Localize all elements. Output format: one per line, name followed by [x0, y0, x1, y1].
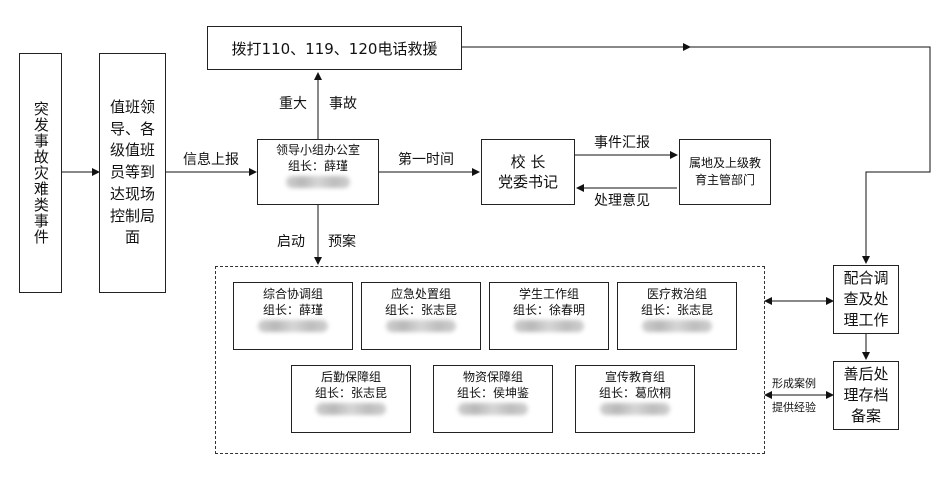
team-emergency-response: 应急处置组 组长：张志昆 [361, 282, 481, 350]
team-name: 综合协调组 [262, 287, 323, 301]
call-rescue-box: 拨打110、119、120电话救援 [207, 26, 462, 70]
duty-leader-box: 值班领导、各级值班员等到达现场控制局面 [99, 53, 166, 293]
principal-box: 校 长 党委书记 [481, 139, 575, 205]
team-leader: 组长：徐春明 [512, 302, 585, 317]
team-leader: 组长：张志昆 [384, 302, 457, 317]
team-publicity: 宣传教育组 组长：葛欣桐 [575, 365, 695, 433]
team-name: 宣传教育组 [604, 370, 665, 384]
team-logistics: 后勤保障组 组长：张志昆 [291, 365, 411, 433]
team-leader: 组长：侯坤鉴 [456, 385, 529, 400]
call-rescue-text: 拨打110、119、120电话救援 [231, 39, 438, 58]
team-coordination: 综合协调组 组长：薛瑾 [233, 282, 353, 350]
redacted-photo [258, 320, 328, 333]
team-supplies: 物资保障组 组长：侯坤鉴 [433, 365, 553, 433]
team-name: 物资保障组 [462, 370, 523, 384]
line-call-to-investigate-down [690, 46, 931, 264]
local-department-text: 属地及上级教育主管部门 [688, 155, 761, 187]
label-form-case: 形成案例 [772, 377, 816, 390]
team-leader: 组长：张志昆 [314, 385, 387, 400]
team-container [215, 266, 765, 454]
emergency-event-text: 突发事故灾难类事件 [31, 101, 50, 245]
team-name: 后勤保障组 [320, 370, 381, 384]
label-start: 启动 [277, 234, 305, 250]
redacted-photo [286, 176, 350, 189]
label-first-time: 第一时间 [398, 152, 454, 168]
local-department-box: 属地及上级教育主管部门 [679, 139, 771, 205]
principal-line1: 校 长 [510, 152, 546, 171]
office-title: 领导小组办公室 [275, 143, 360, 157]
team-name: 医疗救治组 [646, 287, 707, 301]
team-leader: 组长：薛瑾 [262, 302, 323, 317]
office-leader: 组长：薛瑾 [287, 159, 348, 174]
investigation-box: 配合调查及处理工作 [833, 265, 899, 334]
investigation-text: 配合调查及处理工作 [843, 269, 889, 329]
label-report-up: 信息上报 [183, 152, 239, 168]
principal-line2: 党委书记 [497, 173, 558, 191]
label-provide-experience: 提供经验 [772, 401, 816, 414]
team-leader: 组长：葛欣桐 [598, 385, 671, 400]
archive-box: 善后处理存档备案 [833, 361, 899, 430]
team-name: 学生工作组 [518, 287, 579, 301]
redacted-photo [514, 320, 584, 333]
archive-text: 善后处理存档备案 [843, 365, 889, 425]
team-student-affairs: 学生工作组 组长：徐春明 [489, 282, 609, 350]
redacted-photo [316, 403, 386, 416]
label-major: 重大 [279, 96, 307, 112]
duty-leader-text: 值班领导、各级值班员等到达现场控制局面 [109, 97, 155, 247]
redacted-photo [642, 320, 712, 333]
redacted-photo [600, 403, 670, 416]
team-medical-rescue: 医疗救治组 组长：张志昆 [617, 282, 737, 350]
emergency-event-box: 突发事故灾难类事件 [19, 53, 62, 293]
team-name: 应急处置组 [390, 287, 451, 301]
team-leader: 组长：张志昆 [640, 302, 713, 317]
redacted-photo [458, 403, 528, 416]
label-plan: 预案 [328, 234, 356, 250]
redacted-photo [386, 320, 456, 333]
label-accident: 事故 [329, 96, 357, 112]
leader-office-box: 领导小组办公室 组长：薛瑾 [257, 139, 379, 205]
label-handling-opinion: 处理意见 [594, 193, 650, 209]
label-incident-report: 事件汇报 [594, 135, 650, 151]
